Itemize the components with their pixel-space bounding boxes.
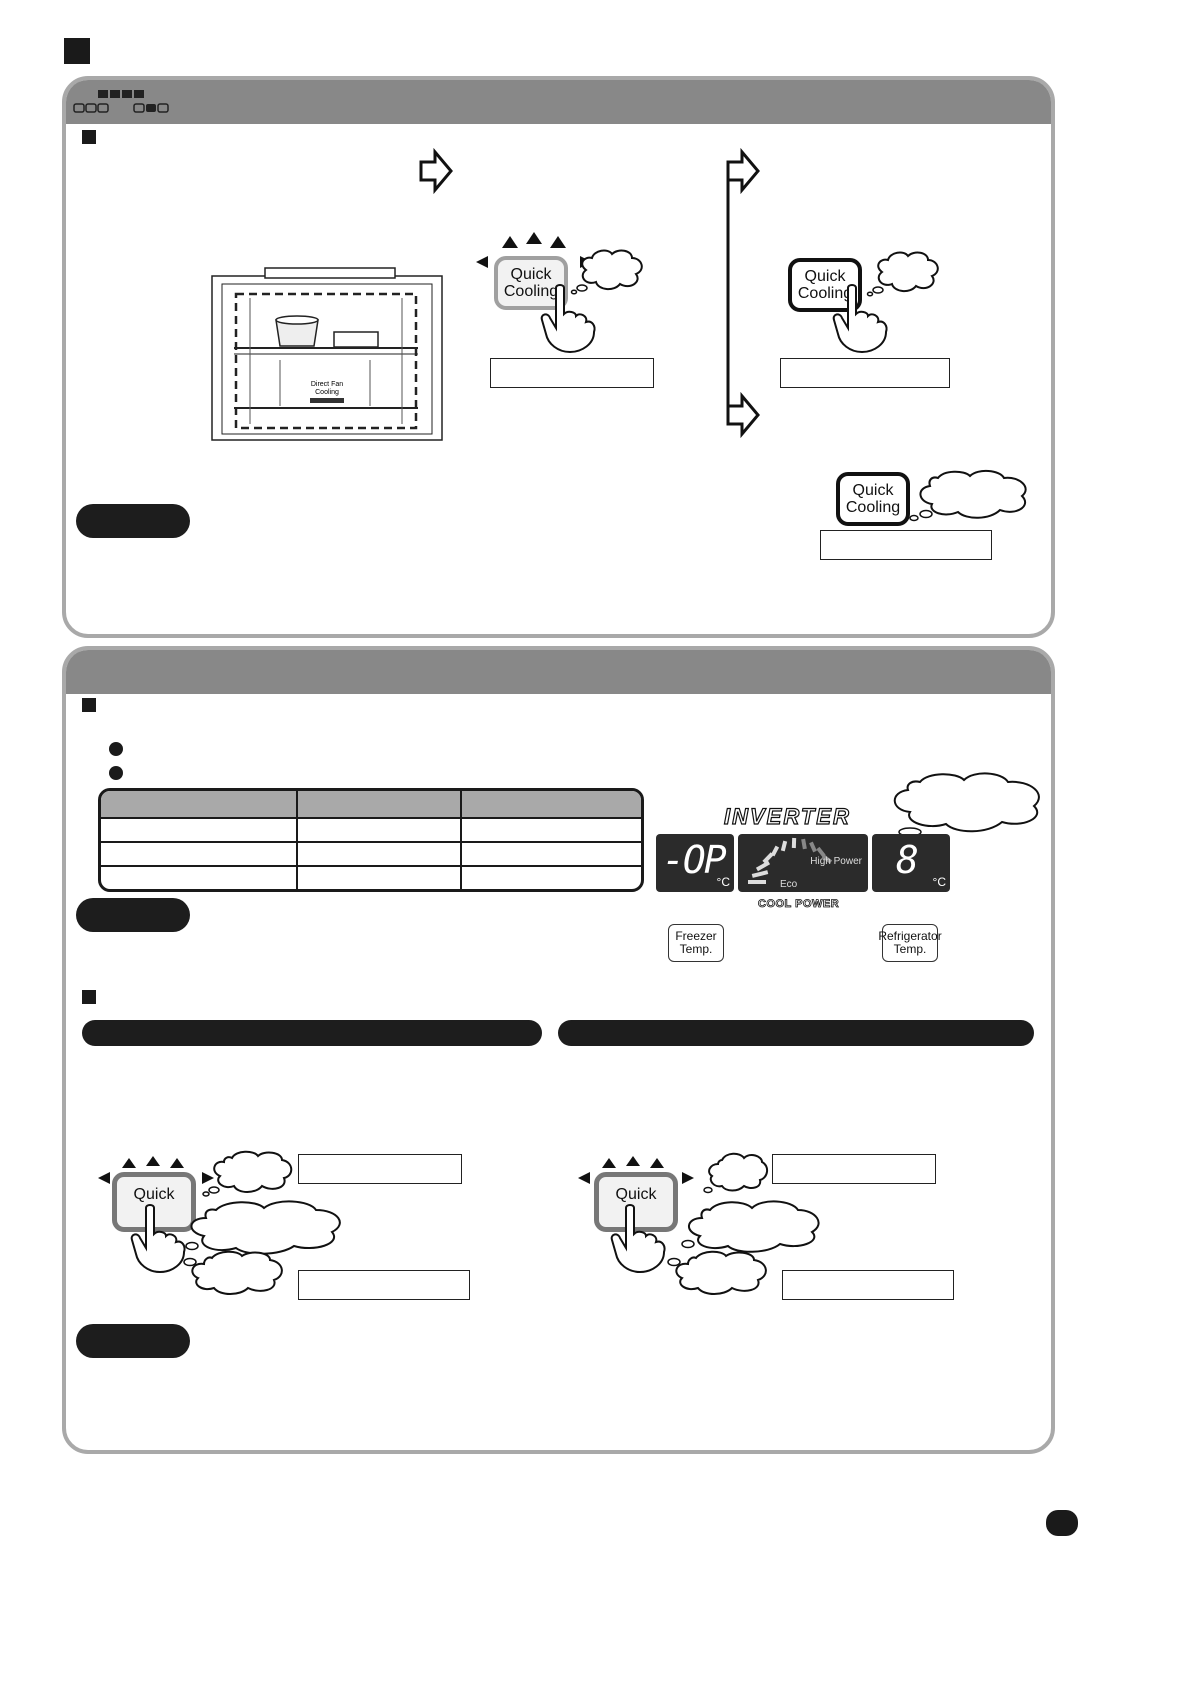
freezer-temp-line1: Freezer xyxy=(675,929,717,943)
fridge-digits: 8 xyxy=(896,838,919,882)
button-label-bottom: Cooling xyxy=(797,285,853,302)
subsection-marker xyxy=(82,130,96,144)
refrigerator-temp-button[interactable]: Refrigerator Temp. xyxy=(878,924,942,962)
button-label-bottom: Cooling xyxy=(503,283,559,300)
caption-box xyxy=(298,1270,470,1300)
thought-bubble-icon xyxy=(909,470,1027,522)
hand-pointer-icon xyxy=(540,284,596,354)
left-column-header xyxy=(82,1020,542,1046)
flash-indicator-icon xyxy=(578,1156,694,1184)
thought-bubble-icon xyxy=(185,1200,341,1255)
caption-box xyxy=(780,358,950,388)
hand-pointer-icon xyxy=(130,1204,186,1274)
hand-pointer-icon xyxy=(832,284,888,354)
freezer-temp-display: -OP °C xyxy=(656,834,734,892)
freezer-unit: °C xyxy=(716,875,730,889)
caption-box xyxy=(490,358,654,388)
settings-table xyxy=(98,788,644,892)
quick-cooling-panel: Direct Fan Cooling Quick Cooling Quick C… xyxy=(62,76,1055,638)
button-label-top: Quick xyxy=(804,268,846,285)
cool-power-gauge: Eco High Power xyxy=(738,834,868,892)
freezer-label-1: Direct Fan xyxy=(311,381,343,388)
refrigerator-temp-line2: Temp. xyxy=(893,942,927,956)
thought-bubble-icon xyxy=(570,249,643,295)
bullet-icon xyxy=(109,766,123,780)
panel-header xyxy=(66,650,1051,694)
page-number-tab xyxy=(1046,1510,1078,1536)
caption-box xyxy=(782,1270,954,1300)
section-marker xyxy=(64,38,90,64)
cool-power-panel: INVERTER -OP °C Eco High xyxy=(62,646,1055,1454)
button-label-top: Quick xyxy=(852,482,894,499)
note-pill xyxy=(76,898,190,932)
panel-header xyxy=(66,80,1051,124)
hand-pointer-icon xyxy=(610,1204,666,1274)
freezer-illustration: Direct Fan Cooling xyxy=(211,267,443,441)
note-pill xyxy=(76,1324,190,1358)
thought-bubble-icon xyxy=(183,1250,283,1295)
cool-power-label: COOL POWER xyxy=(758,898,840,911)
indicator-glyphs xyxy=(73,90,169,113)
freezer-temp-line2: Temp. xyxy=(679,942,713,956)
quick-button-label: Quick xyxy=(133,1185,175,1203)
eco-label: Eco xyxy=(780,879,798,890)
thought-bubble-icon xyxy=(703,1152,768,1194)
quick-button-label: Quick xyxy=(615,1185,657,1203)
subsection-marker xyxy=(82,990,96,1004)
fridge-unit: °C xyxy=(932,875,946,889)
thought-bubble-icon xyxy=(202,1150,293,1197)
refrigerator-temp-line1: Refrigerator xyxy=(878,929,942,943)
thought-bubble-icon xyxy=(681,1200,820,1253)
flash-indicator-icon xyxy=(98,1156,214,1184)
note-pill xyxy=(76,504,190,538)
inverter-logo: INVERTER xyxy=(723,803,851,829)
right-arrow-icon xyxy=(419,147,453,195)
caption-box xyxy=(772,1154,936,1184)
button-label-bottom: Cooling xyxy=(845,499,901,516)
caption-box xyxy=(298,1154,462,1184)
quick-cooling-button-off[interactable]: Quick Cooling xyxy=(836,472,910,526)
button-label-top: Quick xyxy=(510,266,552,283)
freezer-temp-button[interactable]: Freezer Temp. xyxy=(668,924,724,962)
subsection-marker xyxy=(82,698,96,712)
thought-bubble-icon xyxy=(667,1250,767,1295)
bullet-icon xyxy=(109,742,123,756)
fridge-temp-display: 8 °C xyxy=(872,834,950,892)
freezer-label-2: Cooling xyxy=(315,389,339,396)
branch-arrows-icon xyxy=(726,147,760,439)
thought-bubble-icon xyxy=(893,772,1040,837)
freezer-digits: -OP xyxy=(662,838,727,882)
quick-button[interactable]: Quick xyxy=(594,1172,678,1232)
power-bars-icon xyxy=(748,837,833,884)
thought-bubble-icon xyxy=(866,251,939,297)
caption-box xyxy=(820,530,992,560)
right-column-header xyxy=(558,1020,1034,1046)
high-power-label: High Power xyxy=(810,856,862,867)
